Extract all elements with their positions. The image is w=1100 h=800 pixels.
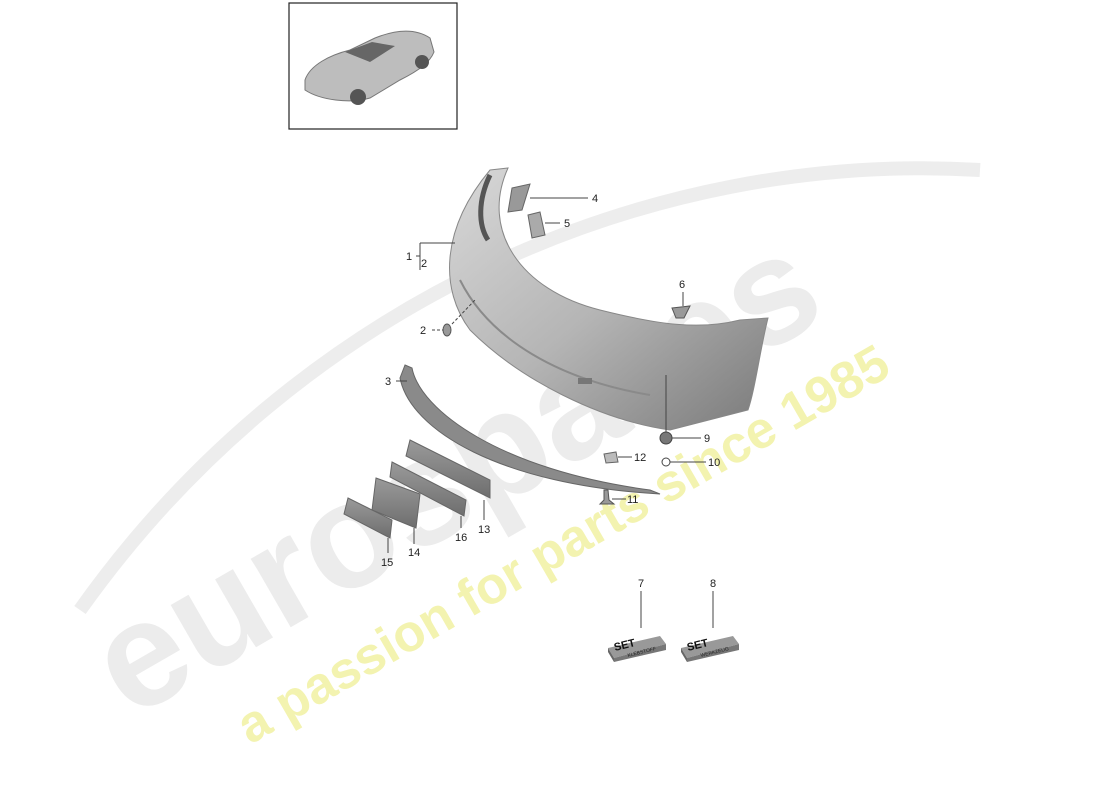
car-wheel-icon bbox=[350, 89, 366, 105]
set-title: SET bbox=[613, 637, 637, 654]
callout-1-sub-2[interactable]: 2 bbox=[421, 258, 427, 270]
callout-9[interactable]: 9 bbox=[704, 433, 710, 445]
callout-4[interactable]: 4 bbox=[592, 193, 598, 205]
part-15-plate[interactable] bbox=[343, 497, 393, 539]
callout-15[interactable]: 15 bbox=[381, 557, 393, 569]
callout-1[interactable]: 1 bbox=[406, 251, 412, 263]
callout-12[interactable]: 12 bbox=[634, 452, 646, 464]
callout-16[interactable]: 16 bbox=[455, 532, 467, 544]
part-9-sensor[interactable] bbox=[659, 431, 673, 445]
part-13-plate[interactable] bbox=[405, 439, 491, 499]
set-tool[interactable]: SET WERKZEUG bbox=[681, 636, 739, 662]
callout-2[interactable]: 2 bbox=[420, 325, 426, 337]
callout-14[interactable]: 14 bbox=[408, 547, 420, 559]
set-box-top bbox=[608, 636, 666, 658]
set-box-top bbox=[681, 636, 739, 658]
part-14-plate[interactable] bbox=[371, 477, 421, 529]
callout-7[interactable]: 7 bbox=[638, 578, 644, 590]
callout-10[interactable]: 10 bbox=[708, 457, 720, 469]
callout-6[interactable]: 6 bbox=[679, 279, 685, 291]
callout-8[interactable]: 8 bbox=[710, 578, 716, 590]
callout-11[interactable]: 11 bbox=[627, 494, 638, 506]
part-4-bracket[interactable] bbox=[507, 183, 531, 213]
car-windshield-icon bbox=[345, 42, 395, 62]
leader-lines bbox=[387, 197, 714, 628]
spoiler-lip[interactable] bbox=[399, 364, 661, 495]
part-16-plate[interactable] bbox=[389, 461, 467, 517]
callout-5[interactable]: 5 bbox=[564, 218, 570, 230]
callout-3[interactable]: 3 bbox=[385, 376, 391, 388]
part-6-nut[interactable] bbox=[671, 305, 691, 319]
part-5-bracket[interactable] bbox=[527, 211, 546, 239]
set-title: SET bbox=[686, 637, 710, 654]
bumper-slot bbox=[578, 378, 592, 384]
part-11-screw[interactable] bbox=[598, 489, 616, 505]
set-adhesive[interactable]: SET KLEBSTOFF bbox=[608, 636, 666, 662]
part-2-cap[interactable] bbox=[442, 323, 452, 337]
callout-13[interactable]: 13 bbox=[478, 524, 490, 536]
bumper-grille-left bbox=[478, 173, 493, 242]
part-12-clip[interactable] bbox=[603, 451, 619, 464]
car-icon bbox=[304, 30, 435, 102]
car-wheel-icon bbox=[415, 55, 429, 69]
car-thumbnail[interactable] bbox=[288, 2, 458, 130]
